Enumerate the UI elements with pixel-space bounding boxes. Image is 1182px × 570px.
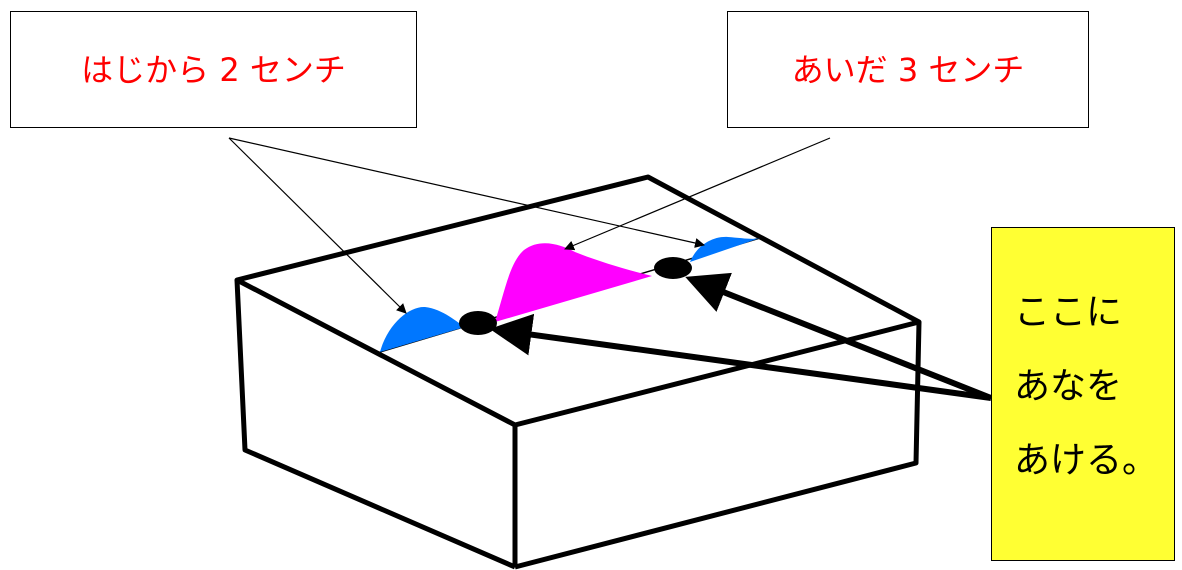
hole-right	[654, 257, 692, 279]
leader-edge-left	[228, 137, 407, 314]
note-arrow-left	[489, 313, 992, 401]
instruction-line: あける。	[1014, 440, 1159, 481]
box-left-edge	[234, 279, 516, 570]
end-mark-left	[380, 306, 465, 352]
gap-mark	[495, 243, 652, 322]
hole-spacing-label-box: あいだ 3 センチ	[727, 11, 1089, 128]
leader-edge-right	[228, 137, 705, 248]
end-mark-right	[690, 236, 760, 262]
edge-distance-label-box: はじから 2 センチ	[10, 11, 417, 128]
box-top-face	[234, 174, 922, 428]
hole-left	[459, 311, 497, 335]
edge-distance-label: はじから 2 センチ	[81, 50, 346, 89]
hole-spacing-label: あいだ 3 センチ	[791, 50, 1025, 89]
instruction-line: ここに	[1014, 292, 1123, 333]
instruction-line: あなを	[1014, 366, 1123, 407]
leader-gap	[564, 137, 831, 251]
instruction-note: ここに あなを あける。	[991, 227, 1175, 561]
note-arrow-right	[685, 272, 993, 401]
